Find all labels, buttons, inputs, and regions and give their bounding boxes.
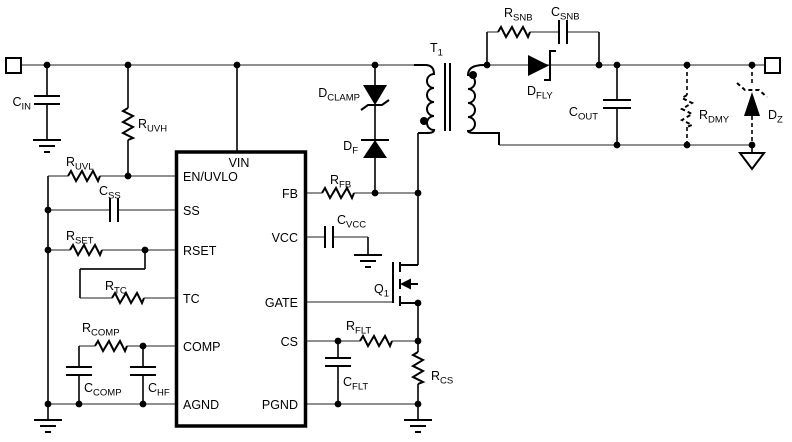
ic-pin-vcc: VCC xyxy=(272,231,298,245)
ruvh-resistor xyxy=(120,107,136,141)
rfb-label: RFB xyxy=(330,173,351,191)
input-terminal xyxy=(5,57,22,74)
t1-transformer xyxy=(414,63,500,145)
component-labels: CIN RUVH RUVL CSS RSET RTC RCOMP CCOMP C… xyxy=(12,5,783,399)
rflt-resistor xyxy=(359,333,393,349)
rset-resistor xyxy=(69,242,103,258)
df-diode xyxy=(361,139,389,158)
rcomp-label: RCOMP xyxy=(82,321,120,339)
ruvl-label: RUVL xyxy=(66,155,94,173)
rset-label: RSET xyxy=(66,229,94,247)
dfly-diode xyxy=(528,50,556,81)
ic-pin-gate: GATE xyxy=(265,296,298,310)
rcs-resistor xyxy=(410,351,426,385)
df-label: DF xyxy=(343,139,358,157)
ic-pin-ss: SS xyxy=(183,204,200,218)
csnb-capacitor xyxy=(558,20,568,44)
ccomp-label: CCOMP xyxy=(84,381,122,399)
wires-dashed xyxy=(686,65,753,145)
dz-label: DZ xyxy=(768,108,783,126)
rtc-resistor xyxy=(111,290,145,306)
ic-pin-rset: RSET xyxy=(183,244,217,258)
rdmy-resistor xyxy=(679,94,695,128)
secondary-phase-dot xyxy=(469,71,477,79)
q1-label: Q1 xyxy=(374,282,389,300)
earth-ground-icon-agnd xyxy=(34,419,62,433)
junction-dots xyxy=(43,61,756,408)
ic-pin-fb: FB xyxy=(282,187,298,201)
ic-pin-en-uvlo: EN/UVLO xyxy=(183,170,238,184)
ccomp-capacitor xyxy=(66,366,92,376)
rcs-label: RCS xyxy=(431,369,453,387)
rtc-label: RTC xyxy=(105,279,127,297)
csnb-label: CSNB xyxy=(551,5,580,23)
cin-capacitor xyxy=(34,95,60,105)
cout-label: COUT xyxy=(569,105,598,123)
rcomp-resistor xyxy=(94,338,128,354)
cflt-capacitor xyxy=(325,357,351,367)
t1-label: T1 xyxy=(430,41,443,59)
earth-ground-icon-rcs xyxy=(404,419,432,433)
wires-horizontal xyxy=(21,31,765,405)
ic-pin-comp: COMP xyxy=(183,340,221,354)
ic-pin-tc: TC xyxy=(183,292,200,306)
earth-ground-icon-cvcc xyxy=(354,254,382,268)
ruvh-label: RUVH xyxy=(138,117,167,135)
dz-zener-diode xyxy=(736,82,768,116)
css-capacitor xyxy=(109,198,119,222)
cflt-label: CFLT xyxy=(343,375,368,393)
dfly-label: DFLY xyxy=(527,84,553,102)
dclamp-label: DCLAMP xyxy=(318,86,360,104)
rsnb-resistor xyxy=(497,24,531,40)
ic-pin-agnd: AGND xyxy=(183,398,219,412)
earth-ground-icon-cin xyxy=(33,139,61,153)
chf-label: CHF xyxy=(148,381,170,399)
output-terminal xyxy=(764,57,781,74)
dclamp-zener-diode xyxy=(360,85,390,111)
cvcc-label: CVCC xyxy=(337,213,366,231)
cvcc-capacitor xyxy=(324,226,334,248)
cin-label: CIN xyxy=(12,95,31,113)
ic-pin-pgnd: PGND xyxy=(262,398,298,412)
wires-vertical xyxy=(46,32,753,420)
ic-pin-cs: CS xyxy=(281,335,298,349)
cout-capacitor xyxy=(603,99,631,109)
controller-ic: VIN EN/UVLO SS RSET TC COMP AGND FB VCC … xyxy=(174,150,308,428)
primary-phase-dot xyxy=(420,117,428,125)
signal-ground-icon-secondary xyxy=(738,152,766,171)
css-label: CSS xyxy=(99,184,121,202)
rdmy-label: RDMY xyxy=(699,108,730,126)
rsnb-label: RSNB xyxy=(504,6,533,24)
ic-pin-vin: VIN xyxy=(229,156,250,170)
q1-mosfet xyxy=(392,262,418,306)
chf-capacitor xyxy=(130,366,156,376)
rfb-resistor xyxy=(321,185,355,201)
ruvl-resistor xyxy=(67,168,101,184)
rflt-label: RFLT xyxy=(346,319,371,337)
